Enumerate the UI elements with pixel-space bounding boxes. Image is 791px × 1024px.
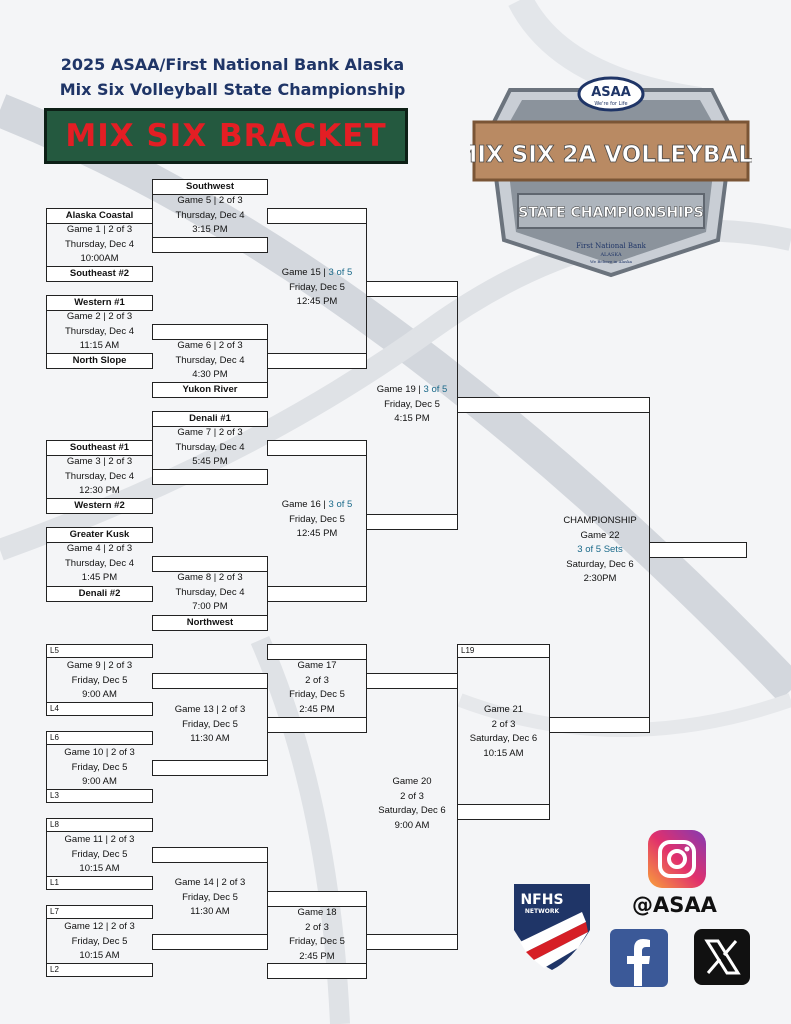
team-slot [366,673,458,689]
logo-subtitle: STATE CHAMPIONSHIPS [518,205,703,221]
team-slot [152,237,268,253]
slot-label: L7 [46,905,153,919]
team-slot [267,644,367,660]
logo-title: MIX SIX 2A VOLLEYBALL [470,142,752,168]
team-slot [267,208,367,224]
facebook-icon[interactable] [609,928,669,988]
logo-sponsor-2: ALASKA [599,252,622,258]
title-line-2: Mix Six Volleyball State Championship [59,80,406,99]
x-icon[interactable] [693,928,751,986]
nfhs-sub-text: NETWORK [525,908,560,915]
team-slot: Yukon River [152,382,268,398]
slot-label: L5 [46,644,153,658]
nfhs-text: NFHS [520,892,563,908]
team-slot [366,934,458,950]
team-slot [152,324,268,340]
team-slot [152,934,268,950]
team-slot: Western #1 [46,295,153,311]
championship-info: CHAMPIONSHIP Game 22 3 of 5 Sets Saturda… [563,515,637,584]
championship-logo: ASAA We're for Life MIX SIX 2A VOLLEYBAL… [470,76,752,278]
team-slot [267,963,367,979]
team-slot: Denali #1 [152,411,268,427]
team-slot [267,586,367,602]
asaa-logo-text: ASAA [591,85,631,100]
team-slot: North Slope [46,353,153,369]
team-slot [457,397,650,413]
title-line-1: 2025 ASAA/First National Bank Alaska [60,55,405,74]
team-slot [457,804,550,820]
logo-sponsor-tag: We Believe in Alaska [590,259,633,264]
asaa-logo-tag: We're for Life [594,101,627,107]
team-slot [267,717,367,733]
team-slot [152,556,268,572]
team-slot: Northwest [152,615,268,631]
team-slot: Southeast #2 [46,266,153,282]
team-slot: Southeast #1 [46,440,153,456]
slot-label: L19 [457,644,550,658]
instagram-icon[interactable] [647,829,707,889]
team-slot: Alaska Coastal [46,208,153,224]
slot-label: L1 [46,876,153,890]
team-slot [366,514,458,530]
team-slot [152,469,268,485]
slot-label: L6 [46,731,153,745]
nfhs-network-logo: NFHS NETWORK [514,884,590,970]
team-slot: Southwest [152,179,268,195]
team-slot [366,281,458,297]
slot-label: L2 [46,963,153,977]
banner-text: MIX SIX BRACKET [65,118,387,154]
team-slot [267,891,367,907]
champion-slot [649,542,747,558]
team-slot [549,717,650,733]
team-slot: Denali #2 [46,586,153,602]
slot-label: L3 [46,789,153,803]
slot-label: L4 [46,702,153,716]
team-slot [267,353,367,369]
team-slot: Greater Kusk [46,527,153,543]
team-slot [152,673,268,689]
bracket-banner: MIX SIX BRACKET [44,108,408,164]
social-handle[interactable]: @ASAA [632,893,717,917]
team-slot: Western #2 [46,498,153,514]
team-slot [267,440,367,456]
team-slot [152,847,268,863]
slot-label: L8 [46,818,153,832]
logo-sponsor: First National Bank [576,242,647,250]
team-slot [152,760,268,776]
